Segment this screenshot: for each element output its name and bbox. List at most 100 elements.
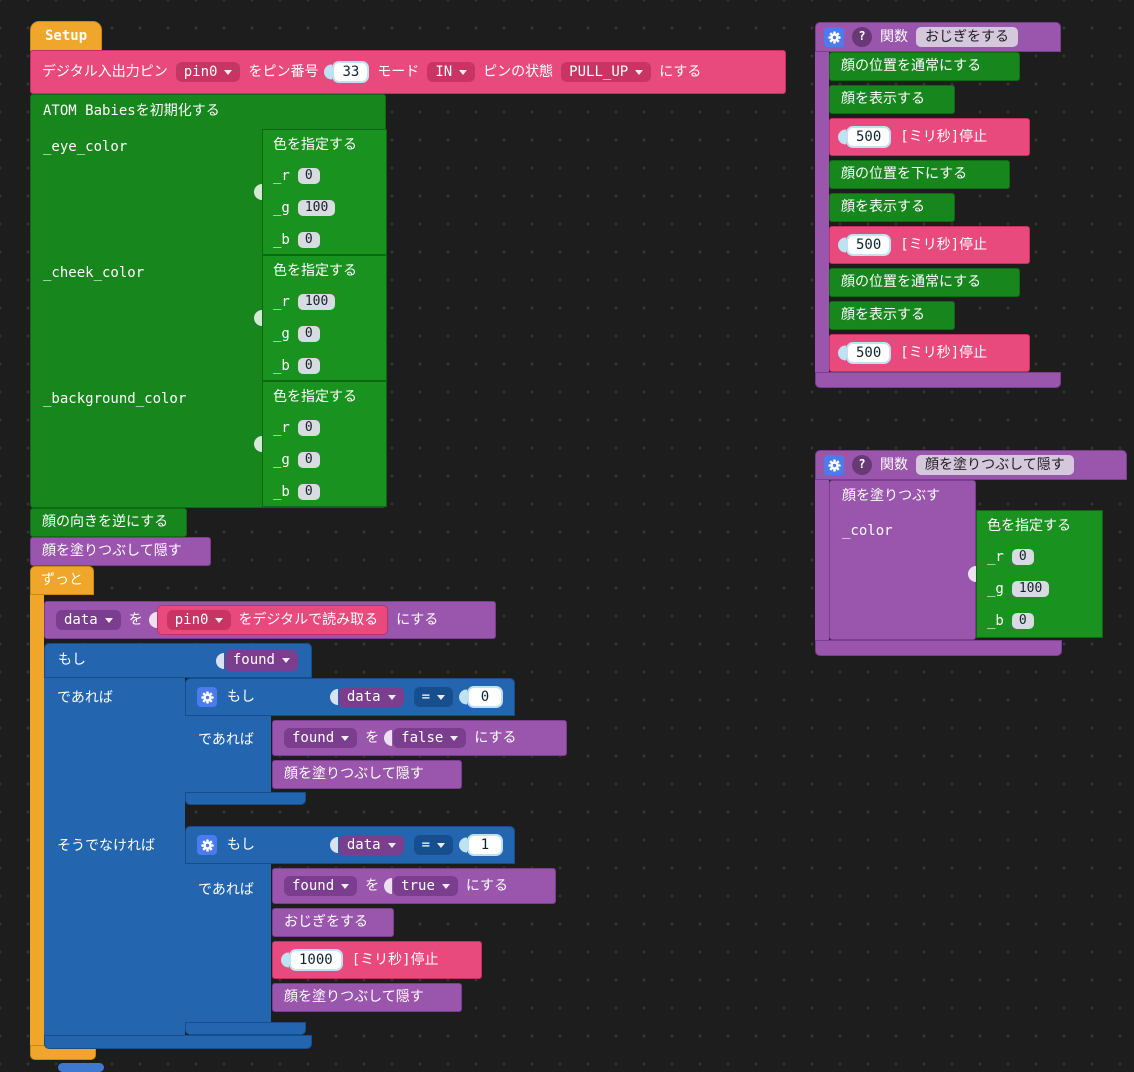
pin-row-label-5: にする — [659, 63, 702, 80]
sleep-block[interactable]: 500[ミリ秒]停止 — [829, 334, 1030, 372]
compare-number-field[interactable]: 0 — [467, 685, 503, 709]
face-show-block[interactable]: 顔を表示する — [829, 301, 955, 330]
pin-row-label-4: ピンの状態 — [483, 63, 554, 80]
gear-icon[interactable] — [197, 687, 217, 707]
sleep-ms-field[interactable]: 1000 — [289, 948, 343, 972]
variable-dropdown[interactable]: data — [56, 609, 121, 631]
mode-dropdown[interactable]: IN — [427, 61, 476, 83]
function-hide-foot[interactable] — [815, 640, 1062, 656]
if-else-block-foot[interactable] — [44, 1035, 312, 1049]
read-pin-dropdown[interactable]: pin0 — [166, 609, 232, 631]
variable-dropdown[interactable]: found — [284, 875, 358, 897]
sleep-block[interactable]: 1000 [ミリ秒]停止 — [272, 941, 482, 979]
call-hide-face-block[interactable]: 顔を塗りつぶして隠す — [272, 983, 462, 1012]
statement-label: 顔の位置を下にする — [841, 166, 968, 183]
set-variable-block[interactable]: data を pin0 をデジタルで読み取る にする — [44, 601, 496, 639]
compare-variable-dropdown[interactable]: data — [338, 686, 404, 708]
face-position-normal-block[interactable]: 顔の位置を通常にする — [829, 52, 1020, 81]
digital-read-block[interactable]: pin0 をデジタルで読み取る — [156, 605, 389, 635]
variable-value: found — [292, 877, 335, 894]
function-bow-spine[interactable] — [815, 52, 829, 372]
gear-icon[interactable] — [824, 455, 844, 475]
nested-if-2-foot[interactable] — [185, 1022, 306, 1035]
nested-if-1-body[interactable]: であれば — [185, 716, 271, 792]
if-else-block-header[interactable]: もし found — [44, 643, 312, 678]
function-name-field[interactable]: 顔を塗りつぶして隠す — [916, 454, 1074, 476]
color-g-value[interactable]: 100 — [1011, 580, 1050, 598]
sleep-ms-field[interactable]: 500 — [846, 233, 892, 257]
atom-babies-init-block[interactable]: ATOM Babiesを初期化する _eye_color _cheek_colo… — [30, 94, 387, 508]
function-hide-header[interactable]: ? 関数 顔を塗りつぶして隠す — [815, 450, 1127, 480]
function-bow-foot[interactable] — [815, 372, 1061, 388]
sleep-block[interactable]: 500[ミリ秒]停止 — [829, 118, 1030, 156]
call-bow-block[interactable]: おじぎをする — [272, 908, 394, 937]
setup-hat-block[interactable]: Setup — [30, 21, 103, 52]
function-keyword: 関数 — [880, 456, 908, 473]
color-r-value[interactable]: 100 — [297, 293, 336, 311]
nested-if-1-foot[interactable] — [185, 792, 306, 805]
if-else-block-body[interactable]: であれば そうでなければ — [44, 678, 185, 1035]
face-fill-block[interactable]: 顔を塗りつぶす _color — [829, 480, 976, 640]
color-b-value[interactable]: 0 — [297, 357, 320, 375]
boolean-dropdown[interactable]: false — [393, 727, 467, 749]
suffix-label: にする — [465, 877, 509, 894]
forever-block-spine[interactable] — [30, 595, 44, 1045]
digital-pin-setup-block[interactable]: デジタル入出力ピン pin0 をピン番号 33 モード IN ピンの状態 PUL… — [30, 50, 786, 94]
condition-variable-dropdown[interactable]: found — [224, 650, 298, 671]
read-pin-value: pin0 — [174, 611, 209, 628]
compare-operator-dropdown[interactable]: = — [413, 686, 453, 708]
function-hide-spine[interactable] — [815, 480, 829, 640]
color-g-value[interactable]: 0 — [297, 325, 320, 343]
color-r-value[interactable]: 0 — [1011, 548, 1034, 566]
nested-if-1-header[interactable]: もし data = 0 — [185, 678, 515, 716]
chevron-down-icon — [635, 69, 644, 75]
face-reverse-block[interactable]: 顔の向きを逆にする — [30, 508, 187, 537]
sleep-label: [ミリ秒]停止 — [351, 951, 439, 968]
compare-variable-dropdown[interactable]: data — [338, 834, 404, 856]
nested-if-2-body[interactable]: であれば — [185, 864, 271, 1022]
face-position-normal-block[interactable]: 顔の位置を通常にする — [829, 268, 1020, 297]
pin-select-dropdown[interactable]: pin0 — [175, 61, 241, 83]
color-g-value[interactable]: 0 — [297, 451, 320, 469]
boolean-dropdown[interactable]: true — [393, 875, 458, 897]
color-b-value[interactable]: 0 — [297, 231, 320, 249]
function-name-field[interactable]: おじぎをする — [916, 26, 1018, 48]
set-found-false-block[interactable]: found を false にする — [272, 720, 567, 756]
state-dropdown[interactable]: PULL_UP — [561, 61, 652, 83]
call-hide-face-block[interactable]: 顔を塗りつぶして隠す — [272, 760, 462, 789]
gear-icon[interactable] — [197, 835, 217, 855]
face-show-block[interactable]: 顔を表示する — [829, 193, 955, 222]
sleep-ms-value: 500 — [856, 128, 882, 145]
color-b-value[interactable]: 0 — [1011, 612, 1034, 630]
sleep-ms-field[interactable]: 500 — [846, 125, 892, 149]
sleep-ms-field[interactable]: 500 — [846, 341, 892, 365]
compare-operator-dropdown[interactable]: = — [413, 834, 453, 856]
color-r-value[interactable]: 0 — [297, 419, 320, 437]
variable-dropdown[interactable]: found — [284, 727, 358, 749]
nested-if-2-header[interactable]: もし data = 1 — [185, 826, 515, 864]
particle-label: を — [365, 877, 380, 894]
help-icon[interactable]: ? — [852, 27, 872, 47]
pin-number-field[interactable]: 33 — [332, 60, 370, 84]
horizontal-scrollbar-thumb[interactable] — [58, 1063, 104, 1072]
compare-number-field[interactable]: 1 — [467, 833, 503, 857]
color-r-value[interactable]: 0 — [297, 167, 320, 185]
help-icon[interactable]: ? — [852, 455, 872, 475]
color-b-value[interactable]: 0 — [297, 483, 320, 501]
forever-block-header[interactable]: ずっと — [30, 566, 94, 595]
color-b-label: _b — [273, 357, 290, 374]
function-bow-header[interactable]: ? 関数 おじぎをする — [815, 22, 1061, 52]
color-g-value[interactable]: 100 — [297, 199, 336, 217]
face-show-block[interactable]: 顔を表示する — [829, 85, 955, 114]
call-hide-face-block[interactable]: 顔を塗りつぶして隠す — [30, 537, 211, 566]
sleep-block[interactable]: 500[ミリ秒]停止 — [829, 226, 1030, 264]
set-found-true-block[interactable]: found を true にする — [272, 868, 556, 904]
face-position-down-block[interactable]: 顔の位置を下にする — [829, 160, 1010, 189]
gear-icon[interactable] — [824, 27, 844, 47]
